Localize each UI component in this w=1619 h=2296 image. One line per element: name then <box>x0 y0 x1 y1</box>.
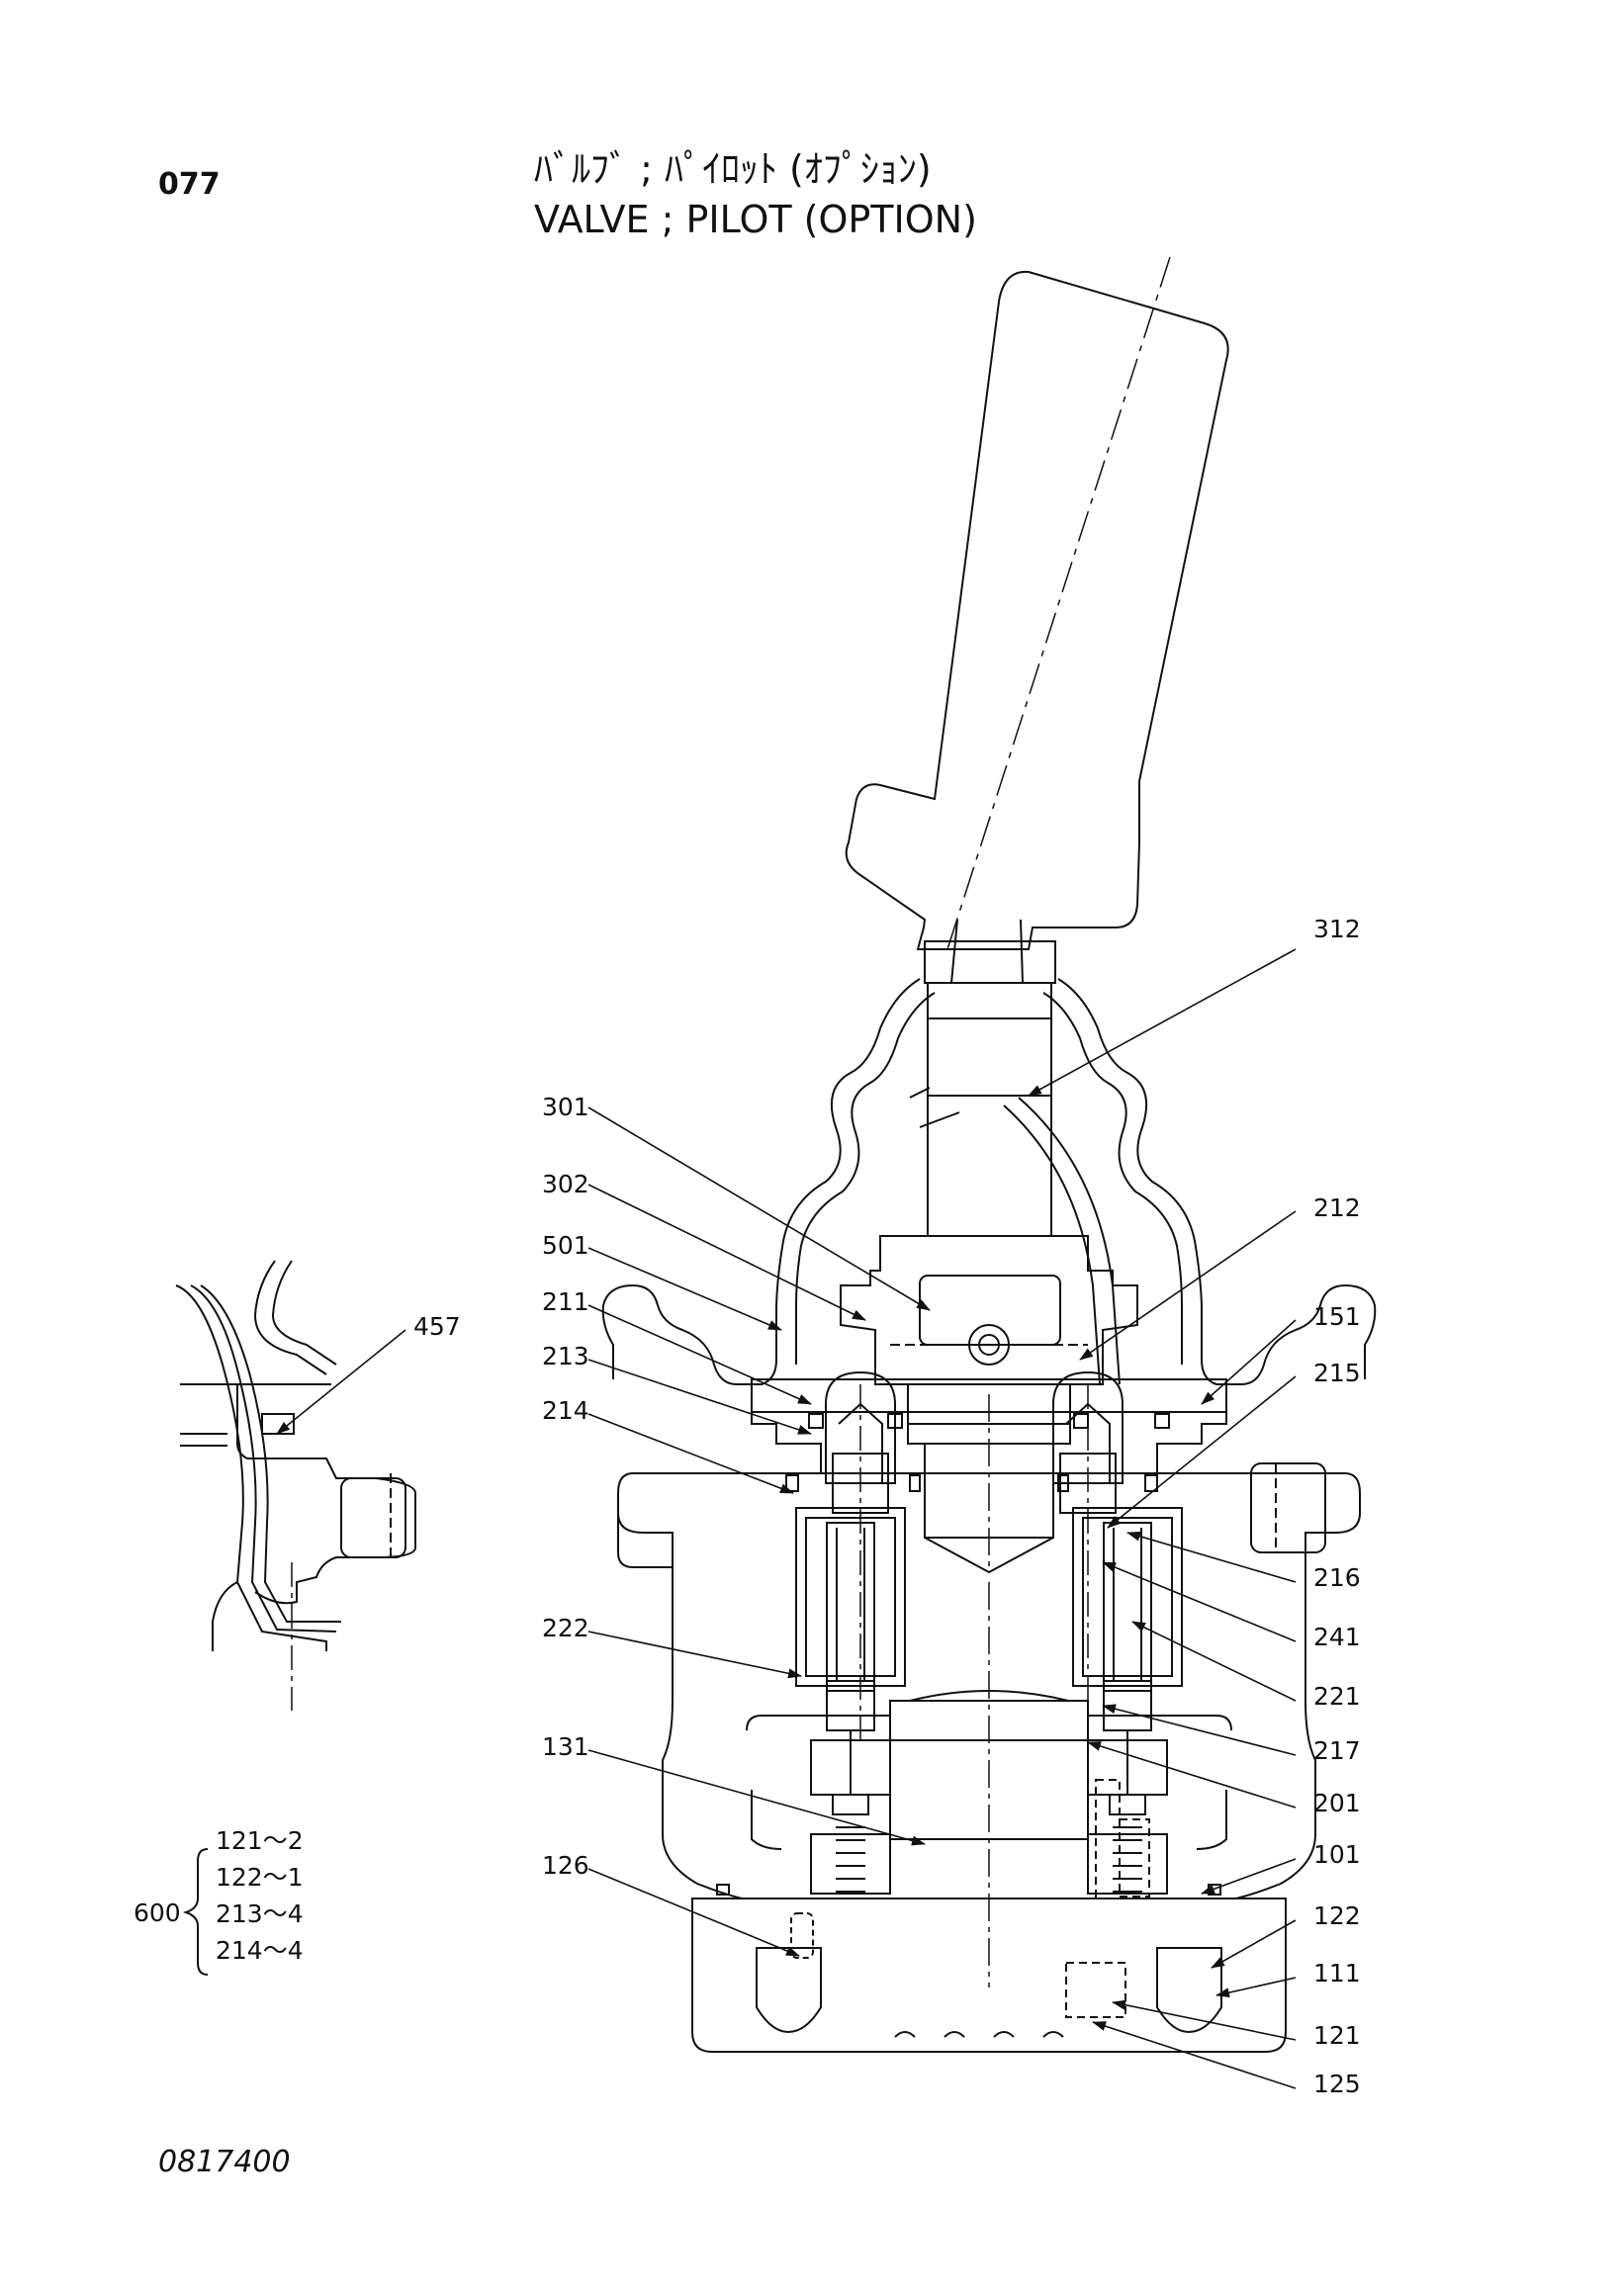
kit-item: 122～1 <box>216 1863 304 1892</box>
callout-101: 101 <box>1313 1840 1361 1869</box>
callout-501: 501 <box>542 1231 589 1260</box>
callout-222: 222 <box>542 1614 589 1642</box>
title-english: VALVE ; PILOT (OPTION) <box>534 198 977 241</box>
kit-brace <box>186 1849 208 1975</box>
spool-left <box>796 1508 905 1894</box>
kit-item: 214～4 <box>216 1936 304 1965</box>
lever-handle <box>847 257 1228 949</box>
callout-302: 302 <box>542 1170 589 1198</box>
inset-detail <box>176 1261 415 1711</box>
callout-126: 126 <box>542 1851 589 1880</box>
callout-121: 121 <box>1313 2021 1361 2050</box>
callout-301: 301 <box>542 1093 589 1121</box>
kit-list: 600 121～2 122～1 213～4 214～4 <box>134 1826 304 1965</box>
port-plate <box>692 1885 1286 2052</box>
callout-201: 201 <box>1313 1789 1361 1817</box>
rubber-boot <box>603 979 1376 1384</box>
callout-211: 211 <box>542 1287 589 1316</box>
kit-label: 600 <box>134 1899 181 1927</box>
center-shaft <box>910 1018 1120 1384</box>
callout-457: 457 <box>413 1312 461 1341</box>
callout-214: 214 <box>542 1396 589 1425</box>
kit-item: 213～4 <box>216 1899 304 1928</box>
kit-item: 121～2 <box>216 1826 304 1855</box>
boot-top <box>925 920 1055 1018</box>
drawing-number: 0817400 <box>158 2145 291 2179</box>
callout-151: 151 <box>1313 1302 1361 1331</box>
callout-221: 221 <box>1313 1682 1361 1711</box>
callout-217: 217 <box>1313 1736 1361 1765</box>
callout-241: 241 <box>1313 1623 1361 1651</box>
callout-125: 125 <box>1313 2070 1361 2098</box>
leader-lines <box>276 949 1296 2088</box>
title-japanese: ﾊﾞﾙﾌﾞ ; ﾊﾟｲﾛｯﾄ (ｵﾌﾟｼｮﾝ) <box>534 147 932 191</box>
page-number: 077 <box>158 167 221 202</box>
callout-111: 111 <box>1313 1959 1361 1987</box>
callout-labels: 312 301 302 501 211 213 214 212 151 215 … <box>413 915 1361 2098</box>
callout-212: 212 <box>1313 1193 1361 1222</box>
callout-122: 122 <box>1313 1901 1361 1930</box>
spool-right <box>1073 1508 1182 1899</box>
callout-213: 213 <box>542 1342 589 1370</box>
callout-215: 215 <box>1313 1359 1361 1387</box>
callout-131: 131 <box>542 1732 589 1761</box>
callout-216: 216 <box>1313 1563 1361 1592</box>
side-ports <box>618 1463 1325 1567</box>
callout-312: 312 <box>1313 915 1361 943</box>
